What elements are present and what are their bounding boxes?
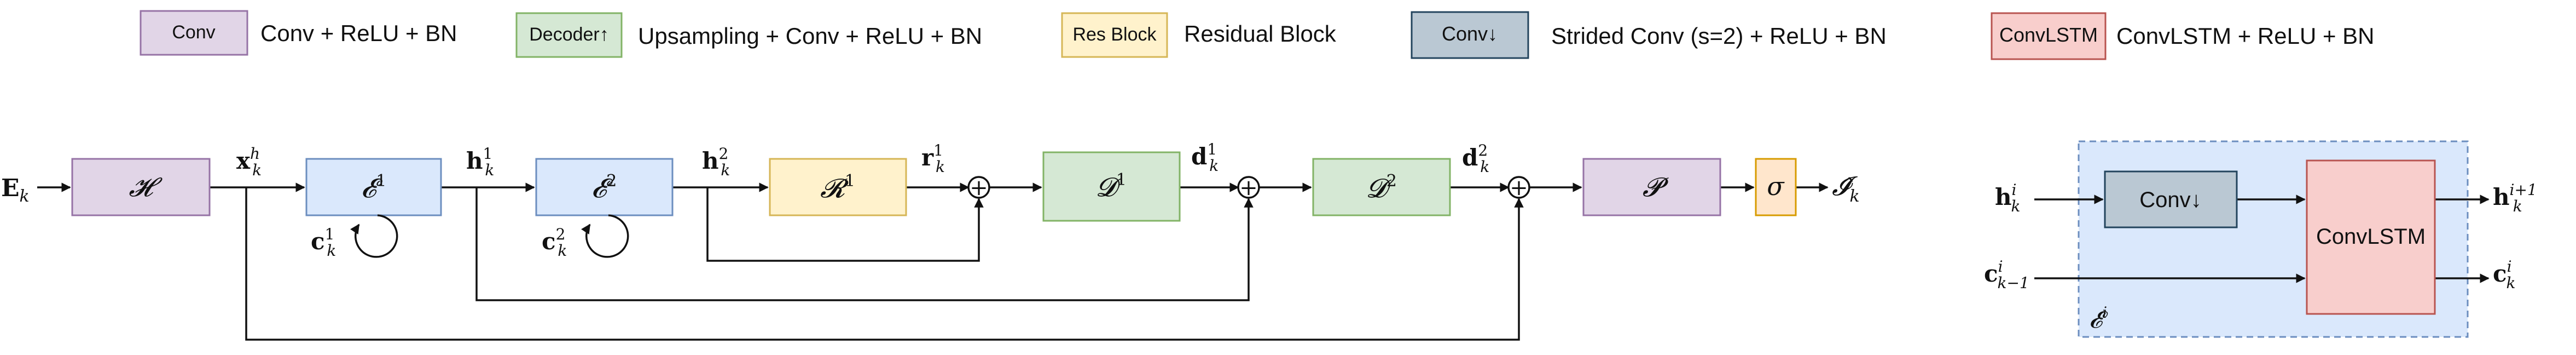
output-label: 𝓘̂k xyxy=(1832,171,1860,206)
residual-block-label: 𝓡1 xyxy=(820,171,855,204)
sigmoid-label: σ xyxy=(1767,171,1785,201)
decoder-2-box xyxy=(1312,158,1451,216)
legend-item-conv: Conv Conv + ReLU + BN xyxy=(140,10,457,56)
legend-item-lstm: ConvLSTM ConvLSTM + ReLU + BN xyxy=(1991,12,2375,60)
encoder-1-box xyxy=(305,158,442,216)
legend: Conv Conv + ReLU + BN Decoder↑ Upsamplin… xyxy=(140,10,2375,60)
sigmoid-box xyxy=(1755,158,1797,216)
input-label: Ek xyxy=(1,174,30,206)
legend-description: ConvLSTM + ReLU + BN xyxy=(2116,23,2375,49)
detail-convdown-box xyxy=(2104,170,2238,228)
sum-node-1-symbol: + xyxy=(970,175,988,201)
h-module-box xyxy=(71,158,211,216)
sum-node-1 xyxy=(967,176,990,199)
legend-swatch-lstm xyxy=(1991,12,2107,60)
legend-description: Residual Block xyxy=(1184,21,1337,47)
legend-description: Strided Conv (s=2) + ReLU + BN xyxy=(1551,23,1887,49)
residual-block-box xyxy=(769,158,907,216)
detail-convdown-label: Conv↓ xyxy=(2139,188,2201,212)
legend-description: Conv + ReLU + BN xyxy=(260,20,457,46)
sum-node-3 xyxy=(1507,176,1530,199)
encoder-1-recurrence-loop xyxy=(350,214,398,258)
detail-convlstm-label: ConvLSTM xyxy=(2316,225,2426,249)
legend-item-convdown: Conv↓ Strided Conv (s=2) + ReLU + BN xyxy=(1411,11,1887,59)
p-module-box xyxy=(1582,158,1721,216)
pipeline-wires xyxy=(37,182,1829,341)
legend-swatch-res xyxy=(1061,12,1168,58)
sum-node-3-symbol: + xyxy=(1510,175,1528,201)
legend-description: Upsampling + Conv + ReLU + BN xyxy=(638,23,982,49)
legend-swatch-label: Conv xyxy=(172,22,215,43)
detail-convlstm-box xyxy=(2306,159,2436,315)
sum-node-2-symbol: + xyxy=(1239,175,1258,201)
legend-swatch-label: Decoder↑ xyxy=(529,24,609,45)
legend-swatch-conv xyxy=(140,10,248,56)
legend-item-decoder: Decoder↑ Upsampling + Conv + ReLU + BN xyxy=(515,12,982,58)
legend-item-res: Res Block Residual Block xyxy=(1061,12,1337,58)
legend-swatch-decoder xyxy=(515,12,623,58)
encoder-2-recurrence-loop xyxy=(581,214,629,258)
decoder-1-box xyxy=(1042,151,1181,222)
legend-swatch-label: Res Block xyxy=(1072,24,1157,45)
legend-swatch-convdown xyxy=(1411,11,1529,59)
encoder-2-box xyxy=(535,158,674,216)
sum-node-2 xyxy=(1237,176,1260,199)
legend-swatch-label: Conv↓ xyxy=(1442,22,1498,45)
legend-swatch-label: ConvLSTM xyxy=(1999,24,2098,46)
